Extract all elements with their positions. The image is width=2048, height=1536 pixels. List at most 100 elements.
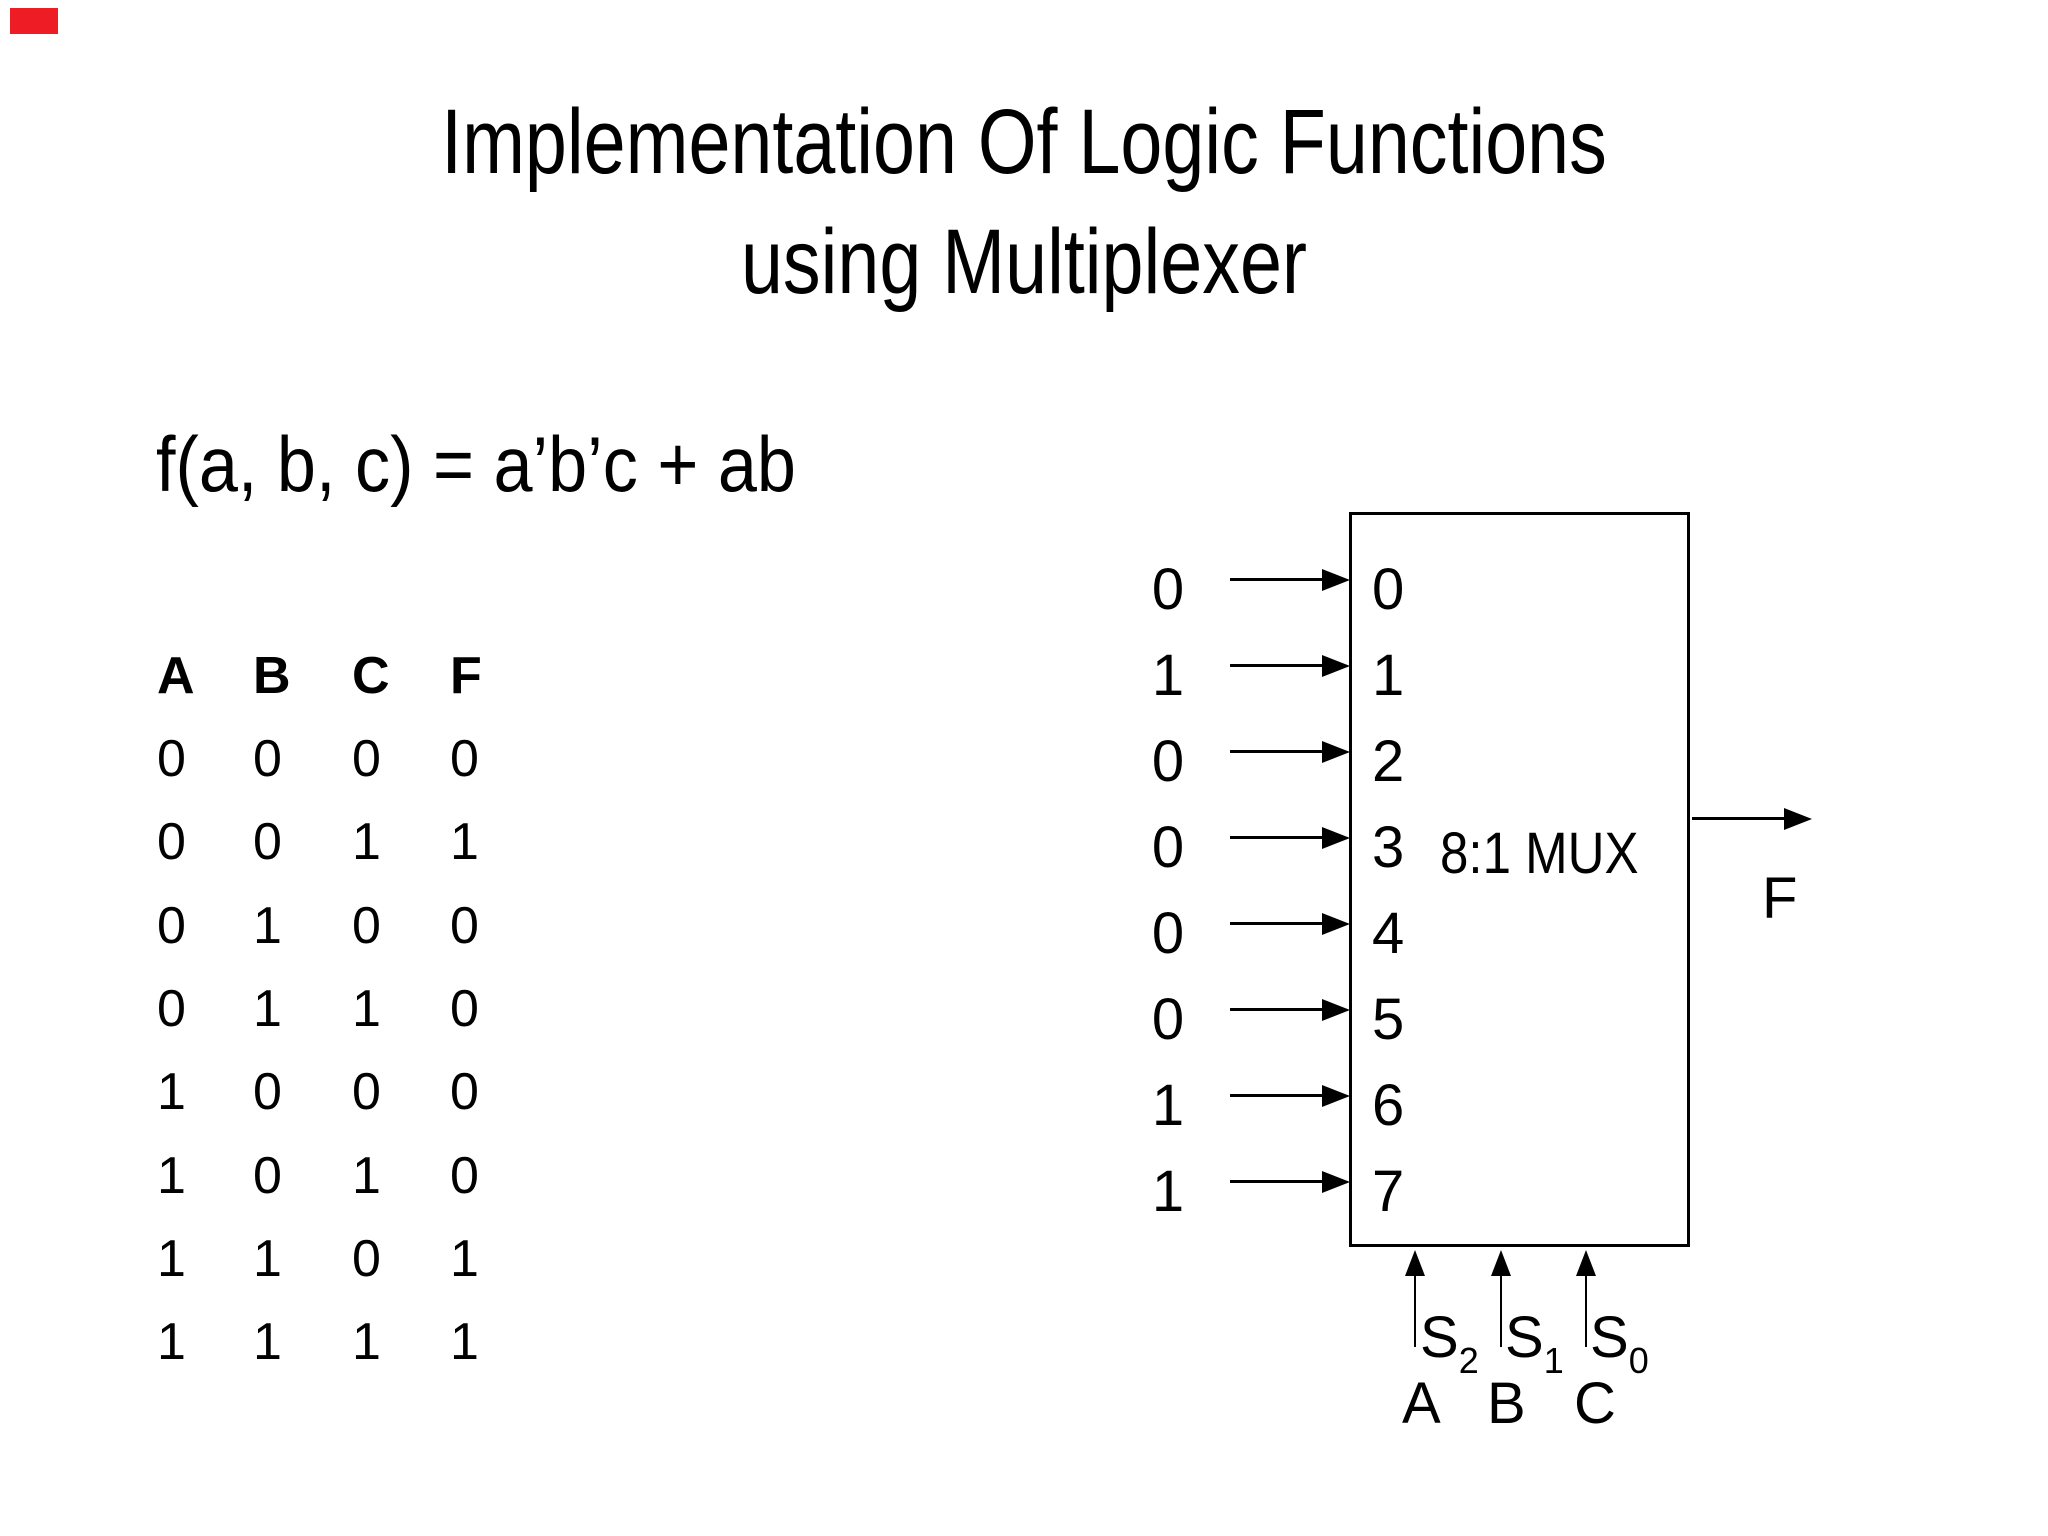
input-arrow-line: [1230, 836, 1322, 839]
select-label-s0: S0: [1590, 1305, 1649, 1379]
mux-channel-label: 2: [1372, 729, 1405, 794]
arrow-up-icon: [1576, 1250, 1596, 1276]
table-cell: 1: [157, 1063, 186, 1121]
table-cell: 1: [450, 1230, 479, 1288]
arrow-right-icon: [1322, 827, 1350, 849]
table-cell: 0: [352, 730, 381, 788]
table-cell: 1: [450, 1313, 479, 1371]
select-label-subscript: 2: [1458, 1340, 1479, 1381]
table-cell: 0: [157, 730, 186, 788]
table-cell: 0: [157, 980, 186, 1038]
table-row: 0 1 1 0: [157, 981, 577, 1037]
table-cell: 1: [157, 1313, 186, 1371]
mux-input-value: 0: [1151, 557, 1185, 622]
select-arrow-line: [1585, 1275, 1587, 1347]
mux-channel-label: 7: [1372, 1159, 1405, 1224]
header-cell: A: [157, 647, 195, 705]
table-cell: 0: [450, 1147, 479, 1205]
table-row: 1 1 1 1: [157, 1314, 577, 1370]
arrow-right-icon: [1784, 808, 1812, 830]
mux-input-value: 0: [1151, 987, 1185, 1052]
table-cell: 1: [253, 897, 282, 955]
table-cell: 0: [253, 1063, 282, 1121]
header-cell: F: [450, 647, 482, 705]
table-cell: 1: [253, 1313, 282, 1371]
table-cell: 0: [450, 730, 479, 788]
mux-channel-label: 5: [1372, 987, 1405, 1052]
table-cell: 1: [253, 980, 282, 1038]
table-row: 0 0 1 1: [157, 814, 577, 870]
select-signal-b: B: [1487, 1371, 1526, 1436]
mux-box: [1349, 512, 1690, 1247]
table-cell: 0: [253, 730, 282, 788]
table-row: 1 1 0 1: [157, 1231, 577, 1287]
mux-input-value: 0: [1151, 901, 1185, 966]
select-signal-a: A: [1402, 1371, 1441, 1436]
table-cell: 1: [157, 1147, 186, 1205]
mux-channel-label: 6: [1372, 1073, 1405, 1138]
input-arrow-line: [1230, 750, 1322, 753]
table-cell: 0: [253, 813, 282, 871]
input-arrow-line: [1230, 1008, 1322, 1011]
arrow-up-icon: [1405, 1250, 1425, 1276]
mux-label: 8:1 MUX: [1440, 821, 1639, 886]
mux-channel-label: 0: [1372, 557, 1405, 622]
mux-input-value: 1: [1151, 643, 1185, 708]
mux-channel-label: 4: [1372, 901, 1405, 966]
table-cell: 1: [352, 813, 381, 871]
table-cell: 1: [450, 813, 479, 871]
slide-title-line2: using Multiplexer: [740, 211, 1308, 313]
table-cell: 1: [157, 1230, 186, 1288]
table-row: 0 1 0 0: [157, 898, 577, 954]
table-cell: 0: [450, 980, 479, 1038]
table-row: 0 0 0 0: [157, 731, 577, 787]
mux-input-value: 0: [1151, 815, 1185, 880]
mux-channel-label: 1: [1372, 643, 1405, 708]
select-label-text: S: [1420, 1305, 1459, 1370]
red-marker: [10, 8, 58, 34]
arrow-right-icon: [1322, 569, 1350, 591]
table-cell: 1: [352, 980, 381, 1038]
select-label-s2: S2: [1420, 1305, 1479, 1379]
table-cell: 0: [157, 897, 186, 955]
input-arrow-line: [1230, 1094, 1322, 1097]
output-arrow-line: [1692, 817, 1784, 820]
select-signal-c: C: [1574, 1371, 1616, 1436]
select-label-s1: S1: [1505, 1305, 1564, 1379]
arrow-up-icon: [1491, 1250, 1511, 1276]
input-arrow-line: [1230, 578, 1322, 581]
select-label-text: S: [1590, 1305, 1629, 1370]
mux-input-value: 1: [1151, 1073, 1185, 1138]
input-arrow-line: [1230, 922, 1322, 925]
slide-title-line1: Implementation Of Logic Functions: [441, 91, 1607, 193]
select-label-text: S: [1505, 1305, 1544, 1370]
table-cell: 0: [157, 813, 186, 871]
mux-channel-label: 3: [1372, 815, 1405, 880]
arrow-right-icon: [1322, 999, 1350, 1021]
table-cell: 0: [352, 1230, 381, 1288]
header-cell: B: [253, 647, 291, 705]
arrow-right-icon: [1322, 913, 1350, 935]
arrow-right-icon: [1322, 1171, 1350, 1193]
select-arrow-line: [1414, 1275, 1416, 1347]
table-cell: 0: [450, 1063, 479, 1121]
header-cell: C: [352, 647, 390, 705]
table-cell: 1: [352, 1313, 381, 1371]
table-cell: 0: [352, 897, 381, 955]
input-arrow-line: [1230, 1180, 1322, 1183]
table-cell: 1: [352, 1147, 381, 1205]
table-cell: 1: [253, 1230, 282, 1288]
mux-input-value: 0: [1151, 729, 1185, 794]
mux-output-label: F: [1762, 866, 1798, 931]
mux-input-value: 1: [1151, 1159, 1185, 1224]
select-arrow-line: [1500, 1275, 1502, 1347]
logic-function-formula: f(a, b, c) = a’b’c + ab: [156, 420, 796, 508]
table-cell: 0: [450, 897, 479, 955]
input-arrow-line: [1230, 664, 1322, 667]
arrow-right-icon: [1322, 1085, 1350, 1107]
arrow-right-icon: [1322, 655, 1350, 677]
